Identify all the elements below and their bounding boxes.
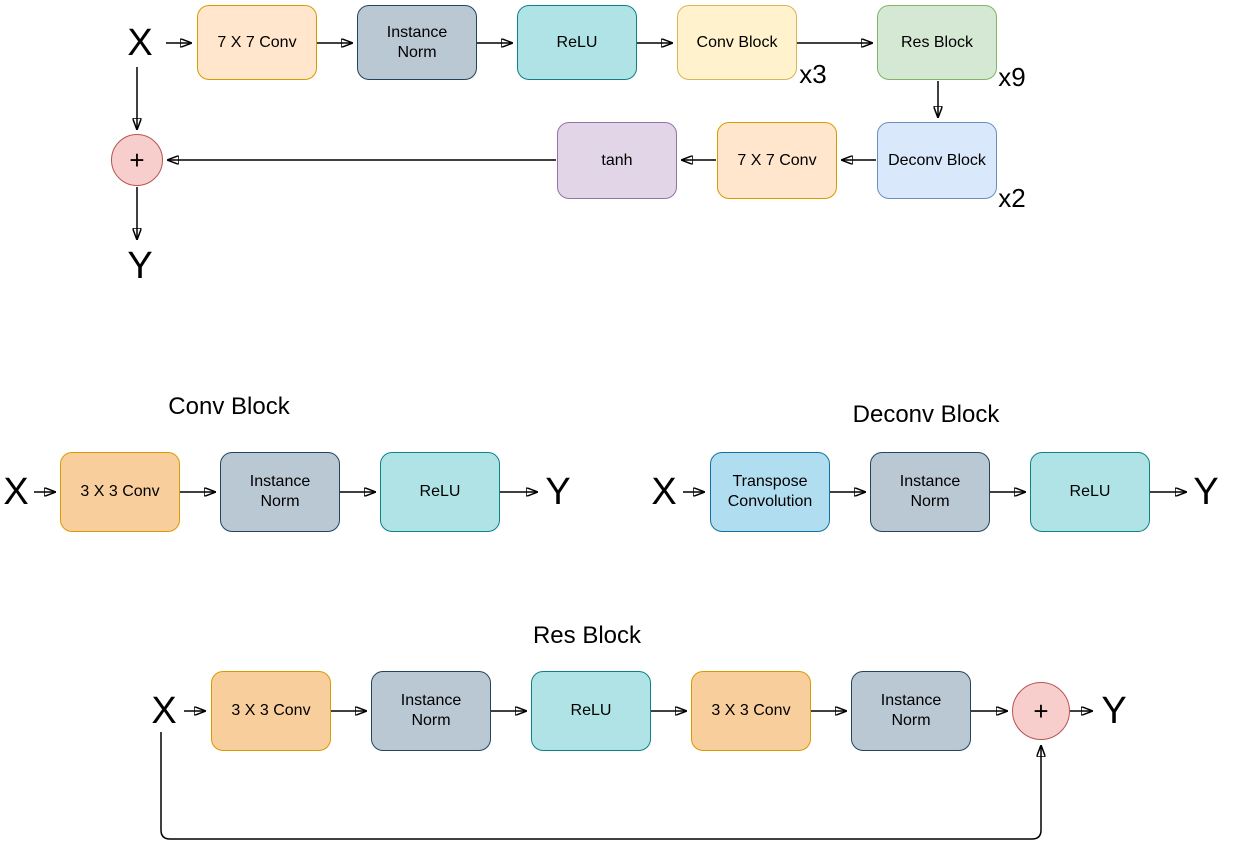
node-transpose-convolution: Transpose Convolution <box>710 452 830 532</box>
node-instance-norm: Instance Norm <box>357 5 477 80</box>
node-conv7-input: 7 X 7 Conv <box>197 5 317 80</box>
node-add-generator: + <box>111 134 163 186</box>
node-instance-norm: Instance Norm <box>870 452 990 532</box>
node-instance-norm-first: Instance Norm <box>371 671 491 751</box>
node-conv7-output: 7 X 7 Conv <box>717 122 837 199</box>
conv-block-input-label: X <box>3 471 29 513</box>
node-relu: ReLU <box>380 452 500 532</box>
deconv-block-detail-title: Deconv Block <box>852 401 1000 428</box>
deconv-block-input-label: X <box>651 471 677 513</box>
node-relu: ReLU <box>531 671 651 751</box>
node-tanh: tanh <box>557 122 677 199</box>
node-conv-block: Conv Block <box>677 5 797 80</box>
res-block-input-label: X <box>151 690 177 732</box>
node-deconv-block: Deconv Block <box>877 122 997 199</box>
res-block-output-label: Y <box>1101 690 1127 732</box>
res-block-repeat-label: x9 <box>998 62 1026 92</box>
arrow-resdetail-skip-connection <box>160 732 1041 840</box>
node-res-block: Res Block <box>877 5 997 80</box>
generator-input-label: X <box>127 22 153 64</box>
node-conv3-second: 3 X 3 Conv <box>691 671 811 751</box>
generator-output-label: Y <box>127 245 153 287</box>
node-relu: ReLU <box>517 5 637 80</box>
node-relu: ReLU <box>1030 452 1150 532</box>
deconv-block-repeat-label: x2 <box>998 183 1026 213</box>
conv-block-repeat-label: x3 <box>799 59 827 89</box>
deconv-block-output-label: Y <box>1193 471 1219 513</box>
node-add-res-block: + <box>1012 682 1070 740</box>
node-conv3: 3 X 3 Conv <box>60 452 180 532</box>
node-instance-norm-second: Instance Norm <box>851 671 971 751</box>
node-instance-norm: Instance Norm <box>220 452 340 532</box>
conv-block-output-label: Y <box>545 471 571 513</box>
conv-block-detail-title: Conv Block <box>168 393 290 420</box>
node-conv3-first: 3 X 3 Conv <box>211 671 331 751</box>
res-block-detail-title: Res Block <box>532 622 642 649</box>
